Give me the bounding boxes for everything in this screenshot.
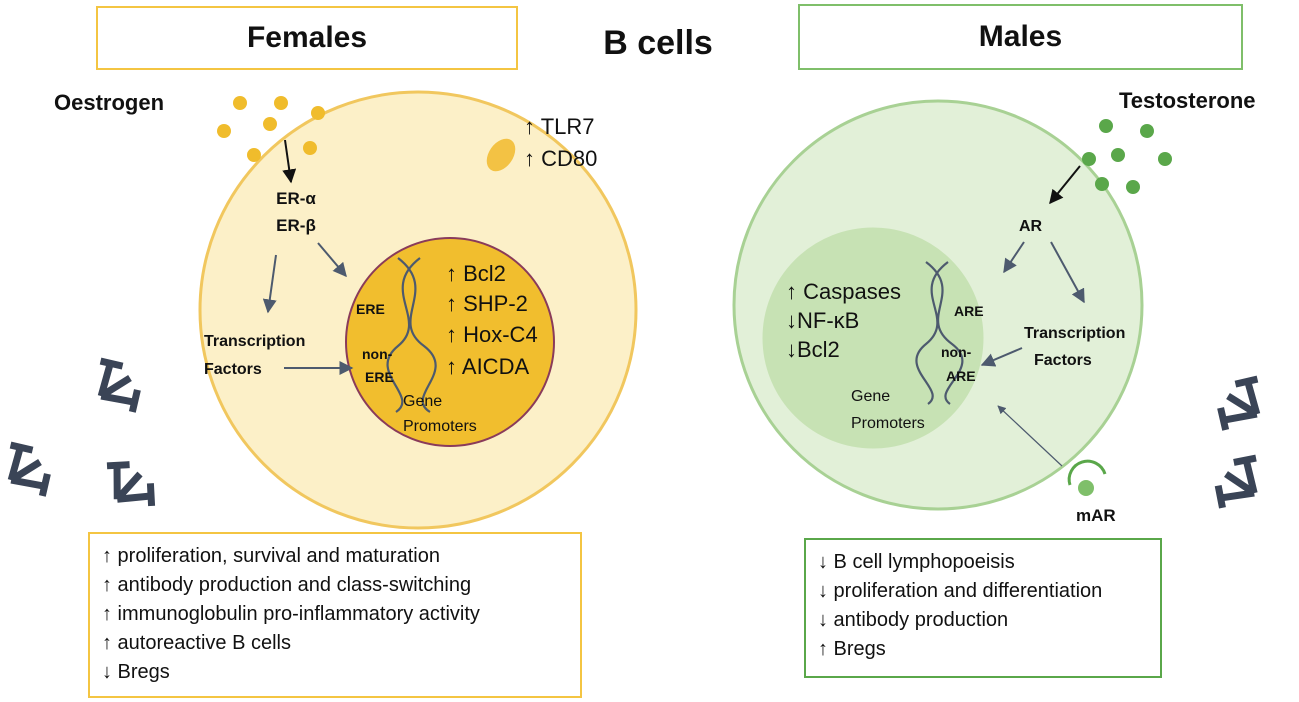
ere-label: ERE [356, 301, 385, 317]
antibody-icon [85, 349, 151, 421]
page-title: B cells [603, 23, 713, 62]
testosterone-dot [1095, 177, 1109, 191]
non-ere-label-bottom: ERE [365, 369, 394, 385]
oestrogen-dot [233, 96, 247, 110]
male-nucleus [762, 227, 984, 449]
mar-receptor-icon [1067, 459, 1107, 486]
er-beta-label: ER-β [276, 216, 316, 235]
oestrogen-dot [247, 148, 261, 162]
antibody-icon [1207, 367, 1273, 439]
testosterone-dot [1140, 124, 1154, 138]
gene-nfkb: ↓NF-κB [786, 308, 859, 333]
females-header-box: Females [96, 6, 518, 70]
gene-hoxc4: ↑ Hox-C4 [446, 322, 538, 347]
oestrogen-dots [217, 96, 325, 162]
male-b-cell [732, 99, 1144, 511]
gene-shp2: ↑ SHP-2 [446, 291, 528, 316]
female-nucleus [345, 237, 555, 447]
female-effect-item: ↑ autoreactive B cells [102, 632, 291, 654]
non-are-label-top: non- [941, 344, 972, 360]
male-effect-item: ↓ proliferation and differentiation [818, 580, 1103, 602]
er-alpha-label: ER-α [276, 189, 316, 208]
female-effect-item: ↓ Bregs [102, 661, 170, 683]
female-effect-item: ↑ proliferation, survival and maturation [102, 545, 440, 567]
oestrogen-dot [217, 124, 231, 138]
female-b-cell [198, 90, 638, 530]
oestrogen-dot [274, 96, 288, 110]
female-gene-label: Gene [403, 393, 442, 410]
mar-to-nucleus-arrow [997, 405, 1063, 467]
antibody-icon [95, 449, 166, 519]
female-dna-helix-icon [386, 257, 437, 413]
testosterone-dots [1082, 119, 1172, 194]
female-effect-item: ↑ antibody production and class-switchin… [102, 574, 472, 596]
males-header-box: Males [798, 4, 1243, 70]
antibody-icon [0, 433, 61, 505]
testosterone-entry-arrow [1049, 165, 1081, 205]
male-promoters-label: Promoters [851, 415, 925, 432]
er-to-transcription-arrow [262, 254, 277, 314]
female-surface-receptor-icon [486, 138, 516, 172]
oestrogen-dot [311, 106, 325, 120]
male-dna-helix-icon [915, 261, 964, 405]
male-gene-label: Gene [851, 388, 890, 405]
oestrogen-dot [263, 117, 277, 131]
ar-to-nucleus-arrow [1003, 241, 1025, 274]
males-header: Males [978, 20, 1063, 53]
female-transcription-label: Transcription [204, 333, 305, 350]
testosterone-label: Testosterone [1119, 88, 1256, 113]
male-effect-item: ↓ antibody production [818, 609, 1009, 631]
gene-aicda: ↑ AICDA [446, 354, 529, 379]
gene-bcl2: ↑ Bcl2 [446, 261, 506, 286]
non-ere-label-top: non- [362, 346, 393, 362]
are-label: ARE [954, 303, 984, 319]
male-effect-item: ↑ Bregs [818, 638, 886, 660]
mar-label: mAR [1076, 506, 1116, 525]
tlr7-label: ↑ TLR7 [524, 114, 595, 139]
antibody-icon [1204, 446, 1271, 518]
testosterone-dot [1158, 152, 1172, 166]
er-to-nucleus-arrow [317, 242, 347, 278]
mar-ligand-icon [1078, 480, 1094, 496]
testosterone-dot [1082, 152, 1096, 166]
male-effect-item: ↓ B cell lymphopoeisis [818, 551, 1015, 573]
female-effect-item: ↑ immunoglobulin pro-inflammatory activi… [102, 603, 480, 625]
oestrogen-label: Oestrogen [54, 90, 164, 115]
male-transcription-label: Transcription [1024, 325, 1125, 342]
male-effects-box: ↓ B cell lymphopoeisis ↓ proliferation a… [804, 538, 1162, 678]
oestrogen-dot [303, 141, 317, 155]
testosterone-dot [1126, 180, 1140, 194]
non-are-label-bottom: ARE [946, 368, 976, 384]
testosterone-dot [1099, 119, 1113, 133]
female-promoters-label: Promoters [403, 418, 477, 435]
female-factors-label: Factors [204, 361, 262, 378]
transcription-to-are-arrow [980, 347, 1023, 367]
ar-to-transcription-arrow [1050, 241, 1085, 304]
females-header: Females [246, 21, 368, 54]
testosterone-dot [1111, 148, 1125, 162]
ar-label: AR [1019, 218, 1043, 235]
cd80-label: ↑ CD80 [524, 146, 597, 171]
oestrogen-entry-arrow [282, 139, 297, 184]
male-factors-label: Factors [1034, 352, 1092, 369]
female-effects-box: ↑ proliferation, survival and maturation… [88, 532, 582, 698]
gene-bcl2-male: ↓Bcl2 [786, 337, 840, 362]
gene-caspases: ↑ Caspases [786, 279, 901, 304]
